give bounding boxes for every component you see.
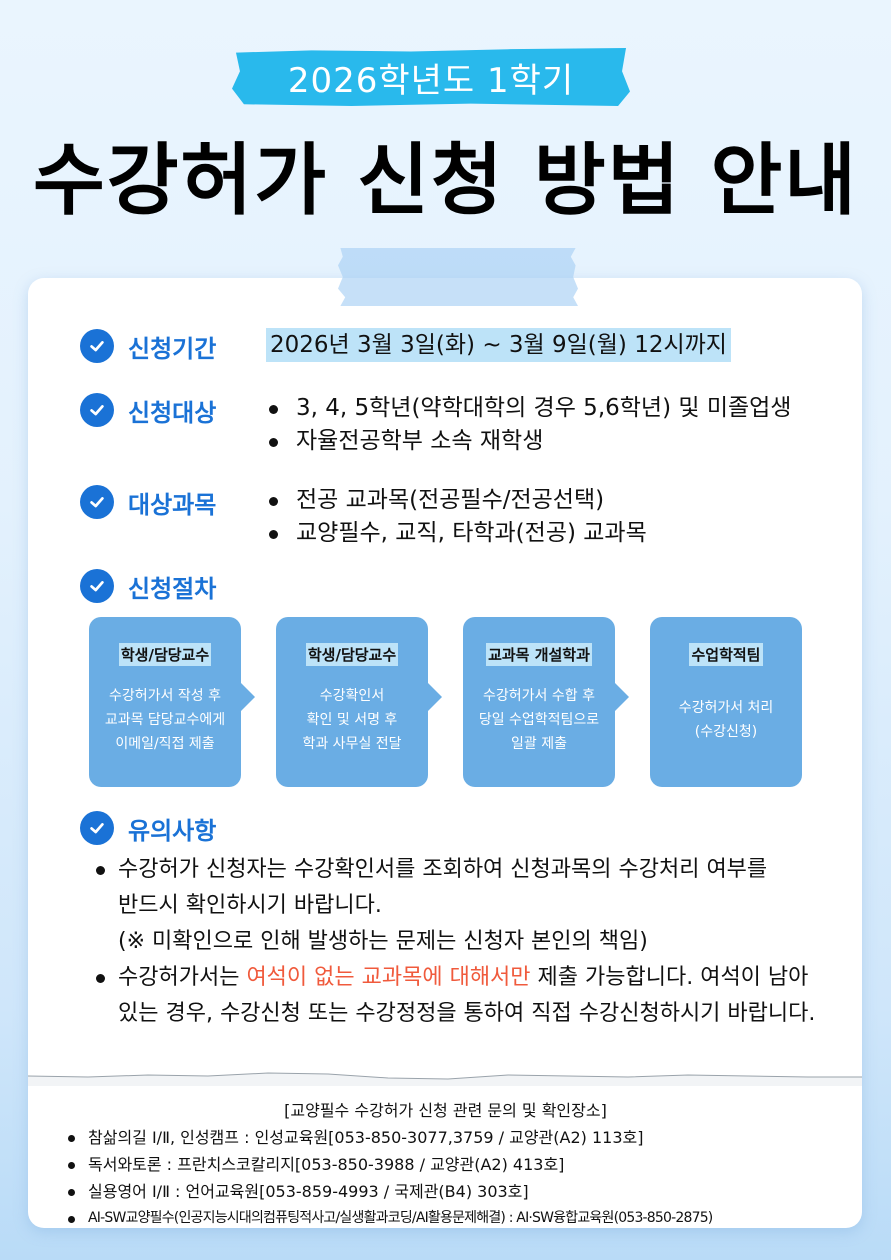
section-label: 유의사항 <box>128 816 217 845</box>
note-item: 수강허가 신청자는 수강확인서를 조회하여 신청과목의 수강처리 여부를 반드시… <box>96 852 816 960</box>
section-label: 신청기간 <box>128 334 217 363</box>
step-title: 교과목 개설학과 <box>486 643 592 666</box>
list-item: 자율전공학부 소속 재학생 <box>266 425 791 458</box>
contact-item: 참삶의길 Ⅰ/Ⅱ, 인성캠프 : 인성교육원[053-850-3077,3759… <box>68 1124 838 1151</box>
section-courses: 대상과목 전공 교과목(전공필수/전공선택) 교양필수, 교직, 타학과(전공)… <box>80 484 647 550</box>
step-desc: 수강허가서 작성 후 교과목 담당교수에게 이메일/직접 제출 <box>104 688 226 752</box>
list-item: 교양필수, 교직, 타학과(전공) 교과목 <box>266 517 647 550</box>
notes-list: 수강허가 신청자는 수강확인서를 조회하여 신청과목의 수강처리 여부를 반드시… <box>96 852 816 1032</box>
section-label: 대상과목 <box>128 490 217 519</box>
subtitle-banner: 2026학년도 1학기 <box>232 48 630 106</box>
section-procedure: 신청절차 <box>80 568 266 604</box>
contact-list: 참삶의길 Ⅰ/Ⅱ, 인성캠프 : 인성교육원[053-850-3077,3759… <box>68 1124 838 1232</box>
step-3: 교과목 개설학과 수강허가서 수합 후 당일 수업학적팀으로 일괄 제출 <box>463 617 629 787</box>
step-4: 수업학적팀 수강허가서 처리 (수강신청) <box>650 617 802 787</box>
contact-item: AI-SW교양필수(인공지능시대의컴퓨팅적사고/실생활과코딩/AI활용문제해결)… <box>68 1205 838 1232</box>
procedure-steps: 학생/담당교수 수강허가서 작성 후 교과목 담당교수에게 이메일/직접 제출 … <box>89 617 802 787</box>
check-circle-icon <box>80 329 114 363</box>
section-notes: 유의사항 <box>80 810 266 846</box>
tape-decoration <box>338 248 578 306</box>
step-1: 학생/담당교수 수강허가서 작성 후 교과목 담당교수에게 이메일/직접 제출 <box>89 617 255 787</box>
step-title: 수업학적팀 <box>689 643 763 666</box>
check-circle-icon <box>80 569 114 603</box>
step-desc: 수강허가서 처리 (수강신청) <box>678 700 774 740</box>
step-desc: 수강허가서 수합 후 당일 수업학적팀으로 일괄 제출 <box>478 688 600 752</box>
note-text: (※ 미확인으로 인해 발생하는 문제는 신청자 본인의 책임) <box>118 929 648 954</box>
section-target: 신청대상 3, 4, 5학년(약학대학의 경우 5,6학년) 및 미졸업생 자율… <box>80 392 791 458</box>
step-title: 학생/담당교수 <box>305 643 399 666</box>
list-item: 전공 교과목(전공필수/전공선택) <box>266 484 647 517</box>
note-item: 수강허가서는 여석이 없는 교과목에 대해서만 제출 가능합니다. 여석이 남아… <box>96 960 816 1032</box>
period-value: 2026년 3월 3일(화) ~ 3월 9일(월) 12시까지 <box>266 328 731 362</box>
check-circle-icon <box>80 393 114 427</box>
torn-paper-divider <box>28 1072 862 1086</box>
page-title: 수강허가 신청 방법 안내 <box>32 136 859 226</box>
subtitle: 2026학년도 1학기 <box>287 60 575 101</box>
step-title: 학생/담당교수 <box>118 643 212 666</box>
section-period: 신청기간 2026년 3월 3일(화) ~ 3월 9일(월) 12시까지 <box>80 328 731 364</box>
section-label: 신청절차 <box>128 574 217 603</box>
note-text: 수강허가 신청자는 수강확인서를 조회하여 신청과목의 수강처리 여부를 <box>118 857 768 882</box>
note-text: 수강허가서는 <box>118 965 247 990</box>
contact-item: 독서와토론 : 프란치스코칼리지[053-850-3988 / 교양관(A2) … <box>68 1151 838 1178</box>
contact-item: 실용영어 Ⅰ/Ⅱ : 언어교육원[053-859-4993 / 국제관(B4) … <box>68 1178 838 1205</box>
note-text: 반드시 확인하시기 바랍니다. <box>118 893 382 918</box>
list-item: 3, 4, 5학년(약학대학의 경우 5,6학년) 및 미졸업생 <box>266 392 791 425</box>
section-label: 신청대상 <box>128 398 217 427</box>
note-text: 제출 가능합니다. 여석이 남아있는 경우, 수강신청 또는 수강정정을 통하여… <box>118 965 816 1026</box>
step-desc: 수강확인서 확인 및 서명 후 학과 사무실 전달 <box>302 688 402 752</box>
check-circle-icon <box>80 485 114 519</box>
check-circle-icon <box>80 811 114 845</box>
contact-title: [교양필수 수강허가 신청 관련 문의 및 확인장소] <box>284 1101 607 1120</box>
step-2: 학생/담당교수 수강확인서 확인 및 서명 후 학과 사무실 전달 <box>276 617 442 787</box>
note-highlight: 여석이 없는 교과목에 대해서만 <box>246 965 531 990</box>
